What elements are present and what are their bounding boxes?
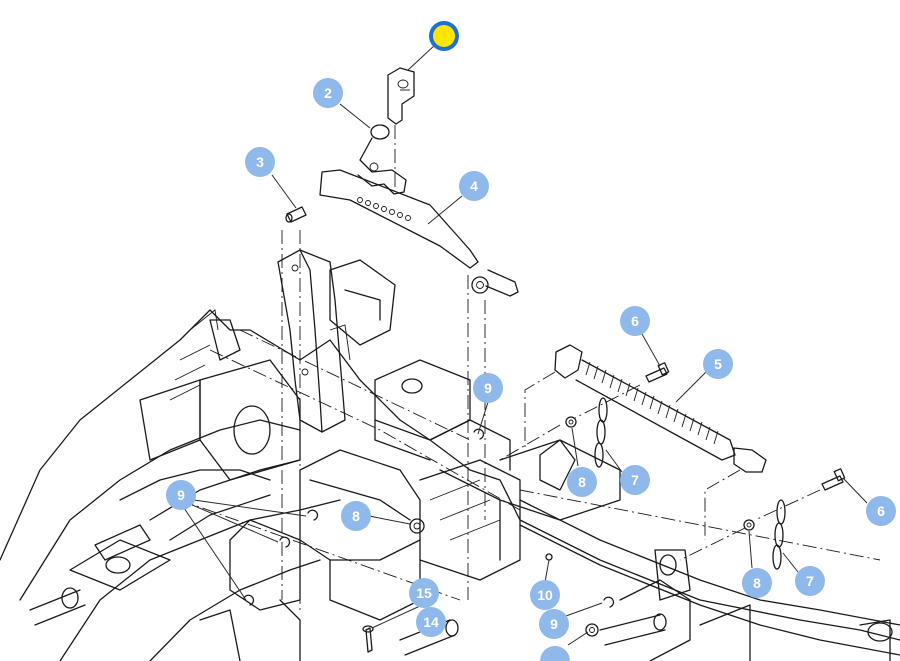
svg-text:14: 14	[423, 614, 439, 630]
callout-6-upper[interactable]: 6	[620, 306, 650, 336]
part-8-nut-bottom	[585, 623, 599, 637]
part-8-washer-lower	[743, 519, 755, 531]
callout-9-bottom[interactable]: 9	[539, 609, 569, 639]
part-7-chain-upper	[594, 397, 608, 468]
svg-text:10: 10	[537, 587, 553, 603]
callout-15[interactable]: 15	[409, 578, 439, 608]
svg-text:7: 7	[631, 472, 639, 488]
leader-lines	[183, 44, 868, 646]
svg-text:8: 8	[352, 508, 360, 524]
part-6-bolt-lower	[821, 468, 846, 491]
callout-4[interactable]: 4	[459, 171, 489, 201]
part-10-grease-fitting	[545, 553, 553, 561]
svg-text:7: 7	[806, 573, 814, 589]
lever-mount-bracket	[277, 249, 351, 433]
chassis-frame	[0, 259, 900, 661]
part-5-spring	[554, 344, 767, 473]
callout-3[interactable]: 3	[245, 147, 275, 177]
highlight-marker[interactable]	[429, 21, 459, 51]
callout-8-upper[interactable]: 8	[567, 467, 597, 497]
callout-14[interactable]: 14	[416, 607, 446, 637]
callout-8-center[interactable]: 8	[341, 501, 371, 531]
svg-text:4: 4	[470, 178, 478, 194]
part-4-adjust-rod	[319, 169, 519, 297]
svg-text:8: 8	[753, 575, 761, 591]
part-8-washer-upper	[565, 416, 577, 428]
svg-text:3: 3	[256, 154, 264, 170]
svg-text:9: 9	[484, 380, 492, 396]
part-3-pin	[285, 206, 307, 223]
svg-text:9: 9	[177, 487, 185, 503]
part-15-bolt	[362, 625, 374, 653]
callout-5[interactable]: 5	[703, 349, 733, 379]
part-1-lever-plate	[387, 67, 415, 125]
callout-10[interactable]: 10	[530, 580, 560, 610]
part-7-chain-lower	[772, 499, 786, 570]
callout-2[interactable]: 2	[313, 78, 343, 108]
svg-text:9: 9	[550, 616, 558, 632]
svg-text:6: 6	[631, 313, 639, 329]
callout-9-upper[interactable]: 9	[473, 373, 503, 403]
svg-text:5: 5	[714, 356, 722, 372]
callout-8-lower[interactable]: 8	[742, 568, 772, 598]
callout-7-lower[interactable]: 7	[795, 566, 825, 596]
part-8-nut-center	[409, 518, 425, 534]
callout-9-left[interactable]: 9	[166, 480, 196, 510]
callout-partial-bottom[interactable]	[540, 646, 570, 661]
svg-text:6: 6	[877, 503, 885, 519]
part-2-cam-lever	[357, 124, 407, 195]
callout-6-lower[interactable]: 6	[866, 496, 896, 526]
svg-text:15: 15	[416, 585, 432, 601]
svg-text:2: 2	[324, 85, 332, 101]
svg-text:8: 8	[578, 474, 586, 490]
part-6-bolt-upper	[645, 362, 670, 383]
callout-7-upper[interactable]: 7	[620, 465, 650, 495]
